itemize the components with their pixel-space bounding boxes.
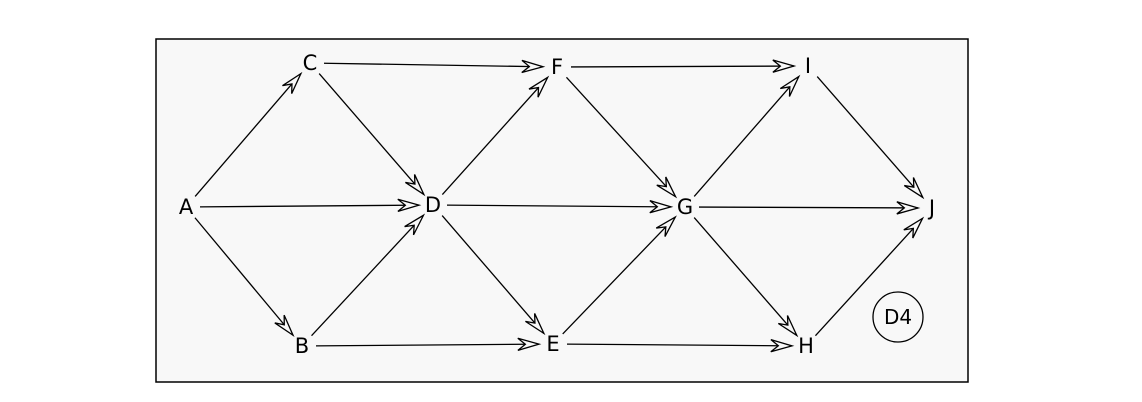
badge-circle: [872, 291, 924, 343]
arrowhead: [397, 198, 422, 212]
edge-a-c: [194, 71, 303, 197]
edge-f-g: [565, 76, 678, 199]
edge-d-g: [446, 200, 674, 214]
arrowhead: [404, 213, 426, 236]
arrowhead: [528, 75, 550, 98]
arrowhead: [903, 216, 925, 239]
edges-layer: [194, 59, 925, 353]
node-d: D: [425, 193, 441, 217]
arrowhead: [772, 59, 797, 73]
node-e: E: [546, 332, 559, 356]
edge-a-b: [194, 217, 295, 338]
arrowhead: [525, 313, 546, 336]
arrowhead: [517, 337, 542, 351]
arrowhead: [770, 339, 795, 353]
badge-label: D4: [884, 305, 912, 329]
arrowhead: [405, 174, 426, 197]
edge-b-e: [315, 337, 542, 351]
arrowhead: [656, 176, 678, 199]
node-b: B: [295, 334, 309, 358]
edge-g-i: [693, 74, 801, 197]
edge-c-f: [323, 59, 546, 74]
diagram-frame: [155, 38, 969, 383]
arrowhead: [274, 314, 295, 338]
node-f: F: [551, 55, 563, 79]
arrowhead: [521, 59, 546, 74]
node-j: J: [927, 196, 935, 220]
edge-d-f: [441, 75, 550, 196]
node-c: C: [303, 51, 318, 75]
edge-f-i: [570, 59, 797, 73]
arrowhead: [903, 177, 925, 200]
edge-h-j: [814, 216, 925, 337]
arrowhead: [779, 74, 801, 97]
node-a: A: [179, 195, 194, 219]
edge-a-d: [199, 198, 422, 212]
node-g: G: [677, 195, 693, 219]
edge-c-d: [318, 73, 426, 197]
node-i: I: [805, 54, 811, 78]
arrowhead: [777, 315, 799, 338]
arrowhead: [649, 200, 674, 214]
edge-d-e: [441, 215, 546, 336]
nodes-layer: A B C D E F G H I J: [179, 51, 935, 358]
edge-i-j: [816, 76, 925, 200]
edge-b-d: [311, 213, 426, 337]
arrowhead: [896, 201, 921, 215]
node-h: H: [798, 334, 814, 358]
edge-g-j: [698, 201, 921, 215]
diagram-badge: D4: [872, 291, 924, 343]
edge-g-h: [693, 217, 799, 338]
arrowhead: [282, 71, 303, 94]
arrowhead: [655, 215, 677, 237]
edge-e-g: [562, 215, 677, 335]
edge-e-h: [566, 339, 795, 353]
